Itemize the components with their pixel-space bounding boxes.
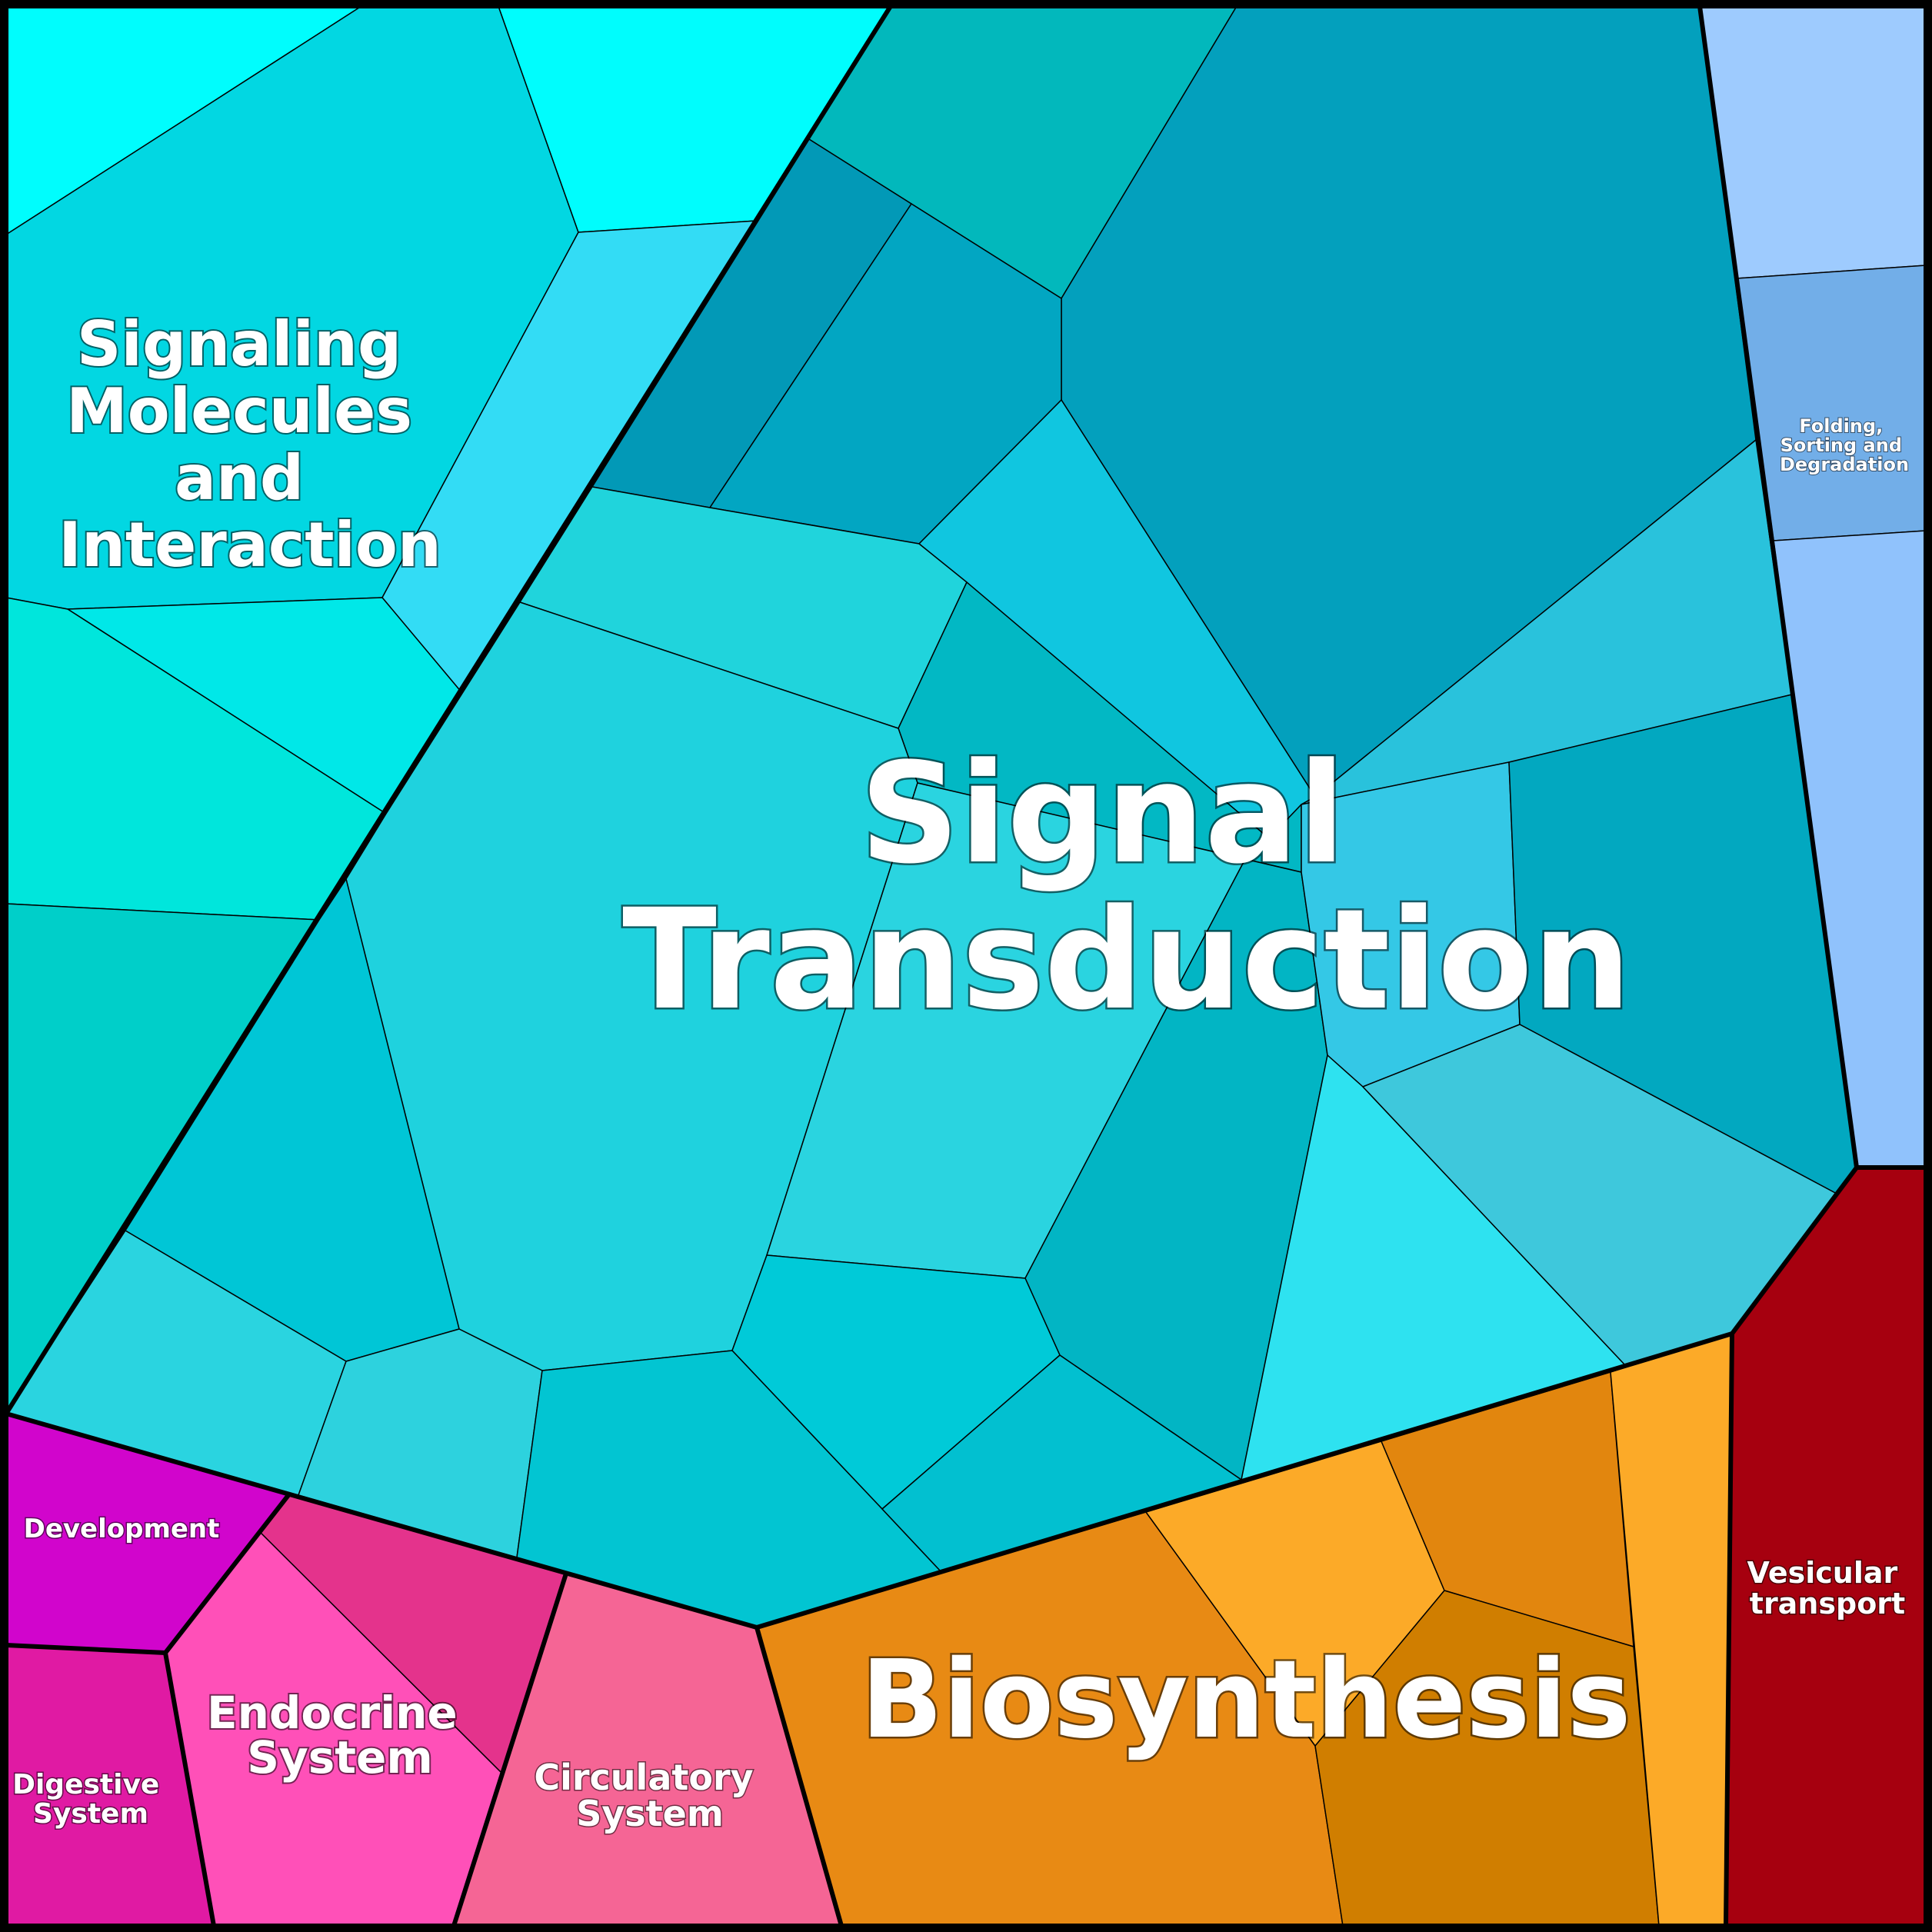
label-line: Degradation: [1780, 454, 1909, 475]
label-signal-transduction: Signal Transduction: [622, 734, 1631, 1041]
label-signaling-molecules: Signaling Molecules and Interaction: [58, 308, 441, 581]
label-line: transport: [1750, 1587, 1905, 1621]
border-line: [451, 1573, 568, 1927]
label-line: Interaction: [58, 509, 441, 581]
label-line: System: [576, 1793, 724, 1834]
label-development: Development: [24, 1514, 220, 1544]
label-line: Folding,: [1799, 415, 1883, 437]
label-folding-sorting-degradation: Folding, Sorting and Degradation: [1780, 415, 1909, 475]
region-biosynthesis: [756, 1333, 1733, 1927]
label-line: Signaling: [77, 308, 401, 380]
border-line: [5, 1643, 166, 1655]
label-line: Signal: [860, 734, 1346, 894]
label-line: System: [247, 1731, 433, 1784]
label-digestive-system: Digestive System: [12, 1769, 169, 1830]
label-line: Circulatory: [534, 1757, 753, 1798]
label-line: Molecules: [66, 375, 412, 447]
labels: Signal Transduction Signaling Molecules …: [12, 307, 1910, 1836]
label-line: Endocrine: [207, 1687, 458, 1739]
label-line: Digestive: [12, 1769, 159, 1800]
region-signal-transduction: [5, 5, 1857, 1628]
label-biosynthesis: Biosynthesis: [861, 1637, 1631, 1763]
label-line: Sorting and: [1780, 435, 1902, 456]
label-circulatory-system: Circulatory System: [534, 1757, 765, 1834]
label-line: and: [175, 442, 304, 514]
label-line: Development: [24, 1514, 220, 1544]
border-line: [4, 5, 893, 1415]
label-line: Biosynthesis: [861, 1637, 1631, 1763]
label-line: System: [33, 1798, 148, 1830]
label-endocrine-system: Endocrine System: [207, 1687, 473, 1784]
border-line: [754, 1627, 844, 1927]
cell: [1699, 5, 1927, 279]
label-vesicular-transport: Vesicular transport: [1747, 1556, 1908, 1621]
label-line: Transduction: [622, 880, 1631, 1041]
label-line: Vesicular: [1747, 1556, 1898, 1590]
